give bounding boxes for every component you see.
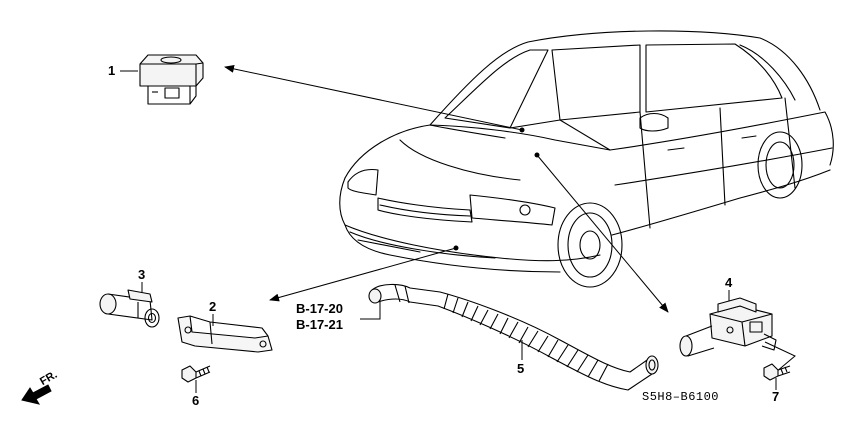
callout-part-5: 5: [517, 361, 525, 376]
diagram-code: S5H8–B6100: [642, 390, 720, 404]
part-7-screw: [763, 363, 791, 381]
callout-part-3: 3: [138, 267, 146, 282]
callout-part-2: 2: [209, 299, 217, 314]
part-4-aspirator: [679, 297, 777, 357]
car-illustration: [339, 30, 834, 288]
part-5-hose: [368, 283, 659, 391]
part-2-bracket: [177, 315, 273, 353]
reference-code-b-17-21: B-17-21: [296, 317, 343, 332]
callout-part-7: 7: [772, 389, 780, 404]
front-direction-arrow-icon: [21, 384, 52, 405]
callout-part-1: 1: [108, 63, 116, 78]
part-3-connector: [99, 289, 160, 328]
callout-part-4: 4: [725, 275, 733, 290]
reference-code-b-17-20: B-17-20: [296, 301, 343, 316]
part-6-bolt: [181, 365, 211, 383]
callout-part-6: 6: [192, 393, 200, 408]
part-1-sensor: [139, 54, 204, 105]
